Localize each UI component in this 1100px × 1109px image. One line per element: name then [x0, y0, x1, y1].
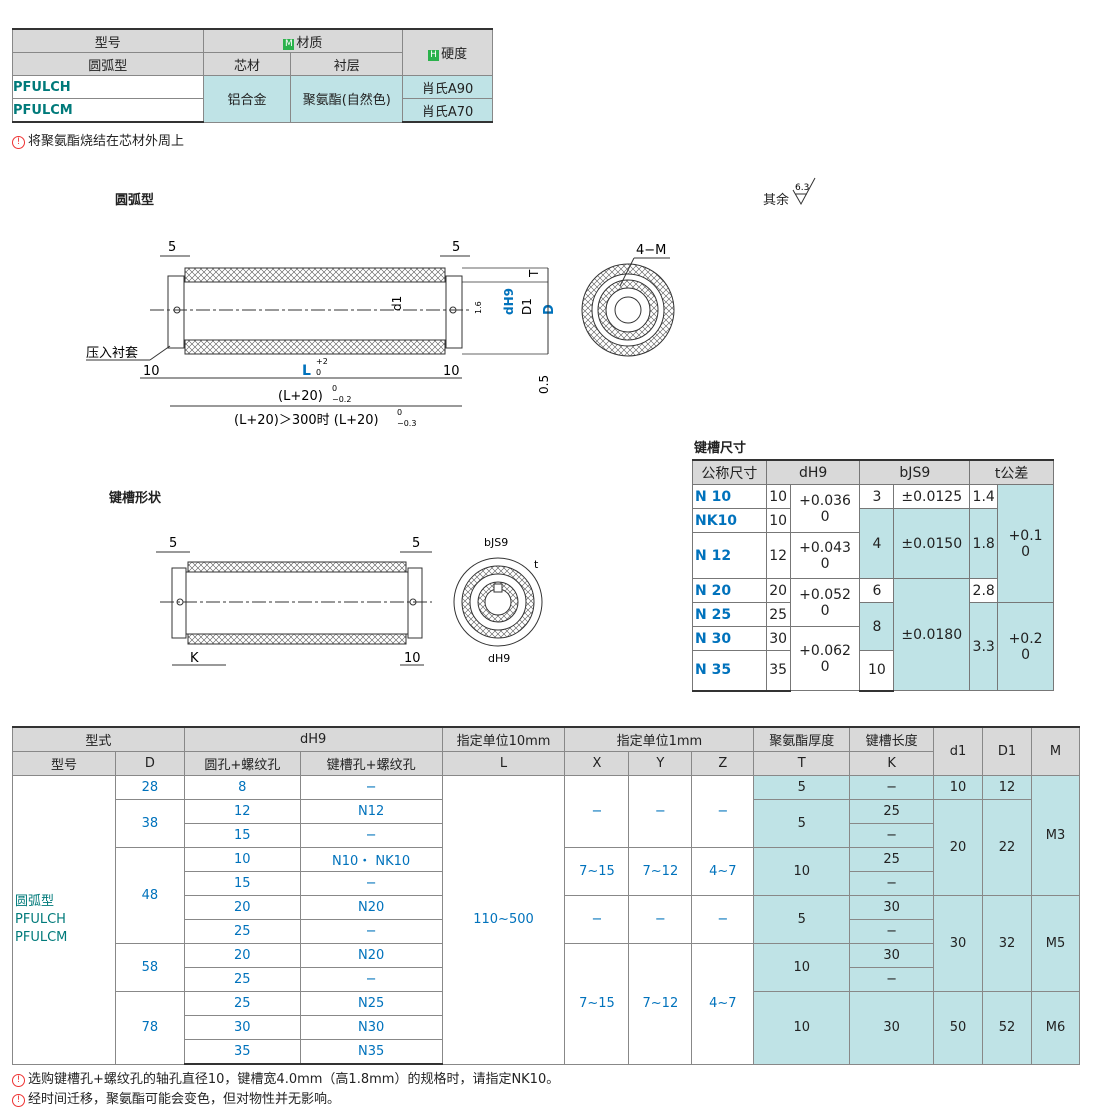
lining-top — [184, 267, 446, 283]
l-range: 110~500 — [441, 775, 566, 1065]
svg-text:压入衬套: 压入衬套 — [86, 345, 138, 361]
note-discolor: !经时间迁移，聚氨酯可能会变色，但对物性并无影响。 — [12, 1088, 340, 1107]
keyway-end-view: bJS9 t dH9 — [453, 536, 543, 665]
h-D1: D1 — [982, 726, 1032, 776]
svg-text:5: 5 — [169, 536, 177, 551]
svg-text:10: 10 — [404, 651, 421, 666]
svg-text:−0.3: −0.3 — [397, 419, 416, 428]
bushing-right — [445, 275, 463, 349]
svg-text:0: 0 — [397, 408, 402, 417]
key-h-t: t公差 — [969, 459, 1054, 485]
roller-end-view: 4−M — [581, 243, 675, 357]
warning-icon: ! — [12, 1074, 25, 1087]
svg-text:+2: +2 — [316, 357, 328, 366]
core-body — [171, 281, 461, 341]
svg-text:0.5: 0.5 — [537, 375, 551, 394]
key-row-n25: N 25 — [692, 602, 767, 627]
key-h-dh9: dH9 — [765, 459, 861, 485]
warning-icon: ! — [12, 1094, 25, 1107]
svg-text:5: 5 — [168, 240, 176, 255]
svg-text:dH9: dH9 — [502, 288, 516, 315]
h-k: 键槽长度 — [849, 726, 935, 752]
h-l-unit: 指定单位10mm — [441, 726, 566, 752]
h-xyz-unit: 指定单位1mm — [564, 726, 755, 752]
h-t: 聚氨酯厚度 — [753, 726, 851, 752]
note-nk10: !选购键槽孔+螺纹孔的轴孔直径10，键槽宽4.0mm（高1.8mm）的规格时，请… — [12, 1068, 559, 1087]
svg-text:0: 0 — [316, 368, 321, 377]
lining-value: 聚氨酯(自然色) — [290, 75, 404, 123]
roller-drawing: 6.3 5 5 T d1 1.6 dH9 D1 D 压入衬套 10 10 L +… — [86, 177, 816, 428]
key-row-n35: N 35 — [692, 650, 767, 692]
svg-text:K: K — [190, 651, 199, 666]
core-value: 铝合金 — [202, 75, 292, 123]
caption-arc-type: 圆弧型 — [115, 193, 155, 208]
hardness-a70: 肖氏A70 — [402, 98, 493, 123]
hardness-a90: 肖氏A90 — [402, 75, 493, 99]
key-h-nominal: 公称尺寸 — [692, 459, 767, 485]
svg-text:(L+20)＞300时 (L+20): (L+20)＞300时 (L+20) — [234, 413, 379, 428]
svg-text:L: L — [302, 363, 311, 379]
h-dh9: dH9 — [183, 726, 443, 752]
lining-header: 衬层 — [290, 52, 404, 76]
svg-text:(L+20): (L+20) — [278, 389, 323, 404]
bushing-left — [167, 275, 185, 349]
key-row-n10: N 10 — [692, 484, 767, 509]
keyway-drawing: 5 5 K 10 bJS9 t dH9 — [156, 536, 543, 666]
h-badge-icon: H — [428, 50, 440, 61]
key-row-n20: N 20 — [692, 578, 767, 603]
svg-text:1.6: 1.6 — [474, 301, 483, 314]
model-pfulch: PFULCH — [12, 75, 204, 99]
svg-text:D1: D1 — [520, 298, 534, 315]
note-sintering: !将聚氨酯烧结在芯材外周上 — [12, 130, 184, 149]
key-h-bjs9: bJS9 — [859, 459, 971, 485]
h-m: M — [1030, 726, 1081, 776]
roughness-symbol: 6.3 — [792, 177, 816, 206]
svg-text:6.3: 6.3 — [795, 183, 809, 193]
m-badge-icon: M — [283, 38, 295, 50]
spec-table: 型式 dH9 指定单位10mm 指定单位1mm 聚氨酯厚度 键槽长度 d1 D1… — [12, 726, 1081, 1065]
model-pfulcm: PFULCM — [12, 98, 204, 123]
svg-text:bJS9: bJS9 — [484, 536, 508, 549]
lining-bottom — [184, 339, 446, 355]
svg-text:4−M: 4−M — [636, 243, 666, 258]
model-header: 型号 — [12, 28, 204, 53]
svg-text:10: 10 — [443, 364, 460, 379]
svg-text:t: t — [534, 558, 539, 571]
key-table-title: 键槽尺寸 — [694, 441, 747, 456]
svg-text:10: 10 — [143, 364, 160, 379]
key-row-nk10: NK10 — [692, 508, 767, 533]
core-header: 芯材 — [202, 52, 292, 76]
svg-text:5: 5 — [412, 536, 420, 551]
caption-keyway: 键槽形状 — [109, 491, 162, 506]
warning-icon: ! — [12, 136, 25, 149]
h-form: 型式 — [12, 726, 185, 752]
svg-text:−0.2: −0.2 — [332, 395, 351, 404]
svg-text:D: D — [542, 304, 557, 315]
type-header: 圆弧型 — [12, 52, 204, 76]
h-d1: d1 — [933, 726, 984, 776]
svg-text:5: 5 — [452, 240, 460, 255]
svg-text:T: T — [527, 269, 541, 278]
key-row-n30: N 30 — [692, 626, 767, 651]
svg-text:0: 0 — [332, 384, 337, 393]
key-row-n12: N 12 — [692, 532, 767, 579]
svg-text:d1: d1 — [390, 296, 404, 311]
svg-text:dH9: dH9 — [488, 652, 510, 665]
surface-roughness: 其余 — [763, 193, 790, 208]
